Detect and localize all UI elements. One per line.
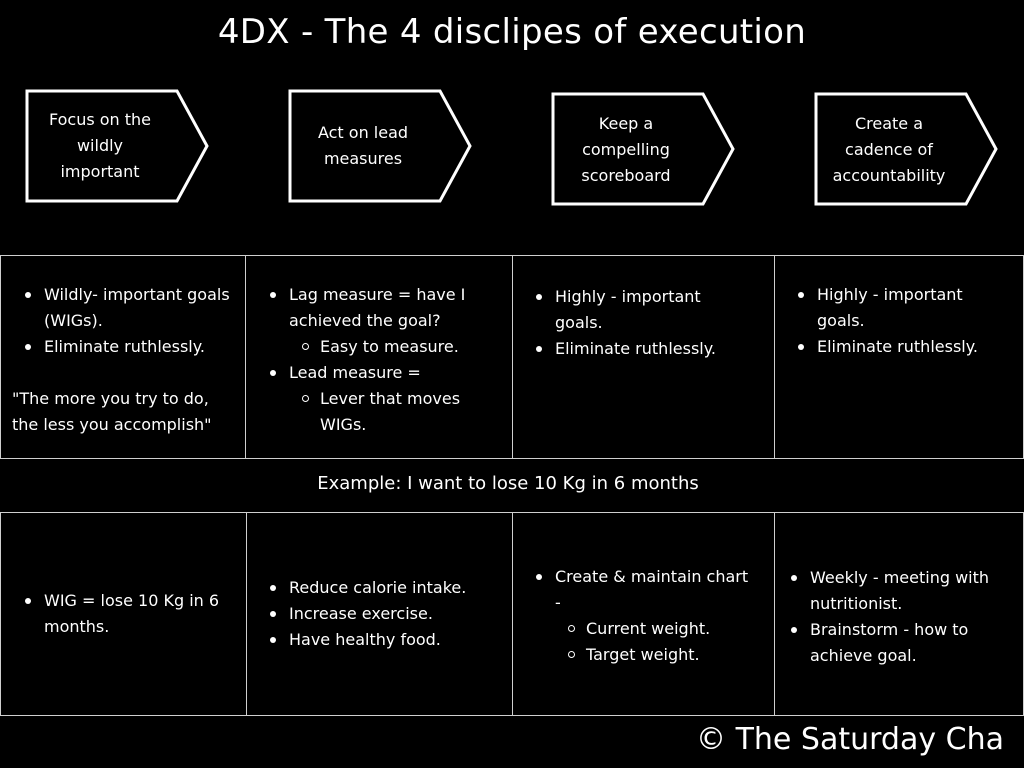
sub-bullet: Easy to measure.: [302, 334, 499, 360]
example-cell-3: Create & maintain chart - Current weight…: [513, 513, 775, 715]
discipline-label-2: Act on lead measures: [317, 123, 409, 168]
arrow-shape: [814, 92, 998, 206]
discipline-label-1: Focus on the wildly important: [48, 110, 152, 181]
bullet: Weekly - meeting with nutritionist.: [791, 565, 1005, 617]
bullet: Eliminate ruthlessly.: [798, 334, 1007, 360]
discipline-arrow-1: Focus on the wildly important: [25, 89, 209, 203]
discipline-arrow-2: Act on lead measures: [288, 89, 472, 203]
sub-bullet: Target weight.: [568, 642, 755, 668]
bullet: Wildly- important goals (WIGs).: [25, 282, 234, 334]
arrow-shape: [25, 89, 209, 203]
bullet: Eliminate ruthlessly.: [25, 334, 234, 360]
bullet: Create & maintain chart -: [536, 564, 755, 616]
bullet: Eliminate ruthlessly.: [536, 336, 745, 362]
bullet: Increase exercise.: [270, 601, 499, 627]
explanation-cell-3: Highly - important goals. Eliminate ruth…: [513, 256, 775, 458]
bullet: Have healthy food.: [270, 627, 499, 653]
discipline-arrow-3: Keep a compelling scoreboard: [551, 92, 735, 206]
discipline-label-4: Create a cadence of accountability: [832, 114, 946, 185]
example-cell-4: Weekly - meeting with nutritionist. Brai…: [775, 513, 1024, 715]
page-title: 4DX - The 4 disclipes of execution: [217, 12, 807, 52]
discipline-label-3: Keep a compelling scoreboard: [581, 114, 671, 185]
bullet: Lead measure =: [270, 360, 499, 386]
example-cell-2: Reduce calorie intake. Increase exercise…: [247, 513, 513, 715]
example-heading: Example: I want to lose 10 Kg in 6 month…: [317, 473, 699, 494]
bullet: Highly - important goals.: [536, 284, 745, 336]
sub-bullet: Lever that moves WIGs.: [302, 386, 499, 438]
example-table: WIG = lose 10 Kg in 6 months. Reduce cal…: [0, 512, 1024, 716]
discipline-arrow-4: Create a cadence of accountability: [814, 92, 998, 206]
bullet: WIG = lose 10 Kg in 6 months.: [25, 588, 234, 640]
quote-text: "The more you try to do, the less you ac…: [12, 389, 212, 434]
bullet: Lag measure = have I achieved the goal?: [270, 282, 499, 334]
bullet: Highly - important goals.: [798, 282, 1007, 334]
explanation-table: Wildly- important goals (WIGs). Eliminat…: [0, 255, 1024, 459]
copyright-footer: © The Saturday Cha: [696, 722, 1004, 757]
sub-bullet: Current weight.: [568, 616, 755, 642]
example-cell-1: WIG = lose 10 Kg in 6 months.: [1, 513, 247, 715]
explanation-cell-4: Highly - important goals. Eliminate ruth…: [775, 256, 1024, 458]
explanation-cell-1: Wildly- important goals (WIGs). Eliminat…: [1, 256, 246, 458]
explanation-cell-2: Lag measure = have I achieved the goal? …: [246, 256, 513, 458]
arrow-shape: [551, 92, 735, 206]
bullet: Reduce calorie intake.: [270, 575, 499, 601]
arrow-shape: [288, 89, 472, 203]
bullet: Brainstorm - how to achieve goal.: [791, 617, 1005, 669]
